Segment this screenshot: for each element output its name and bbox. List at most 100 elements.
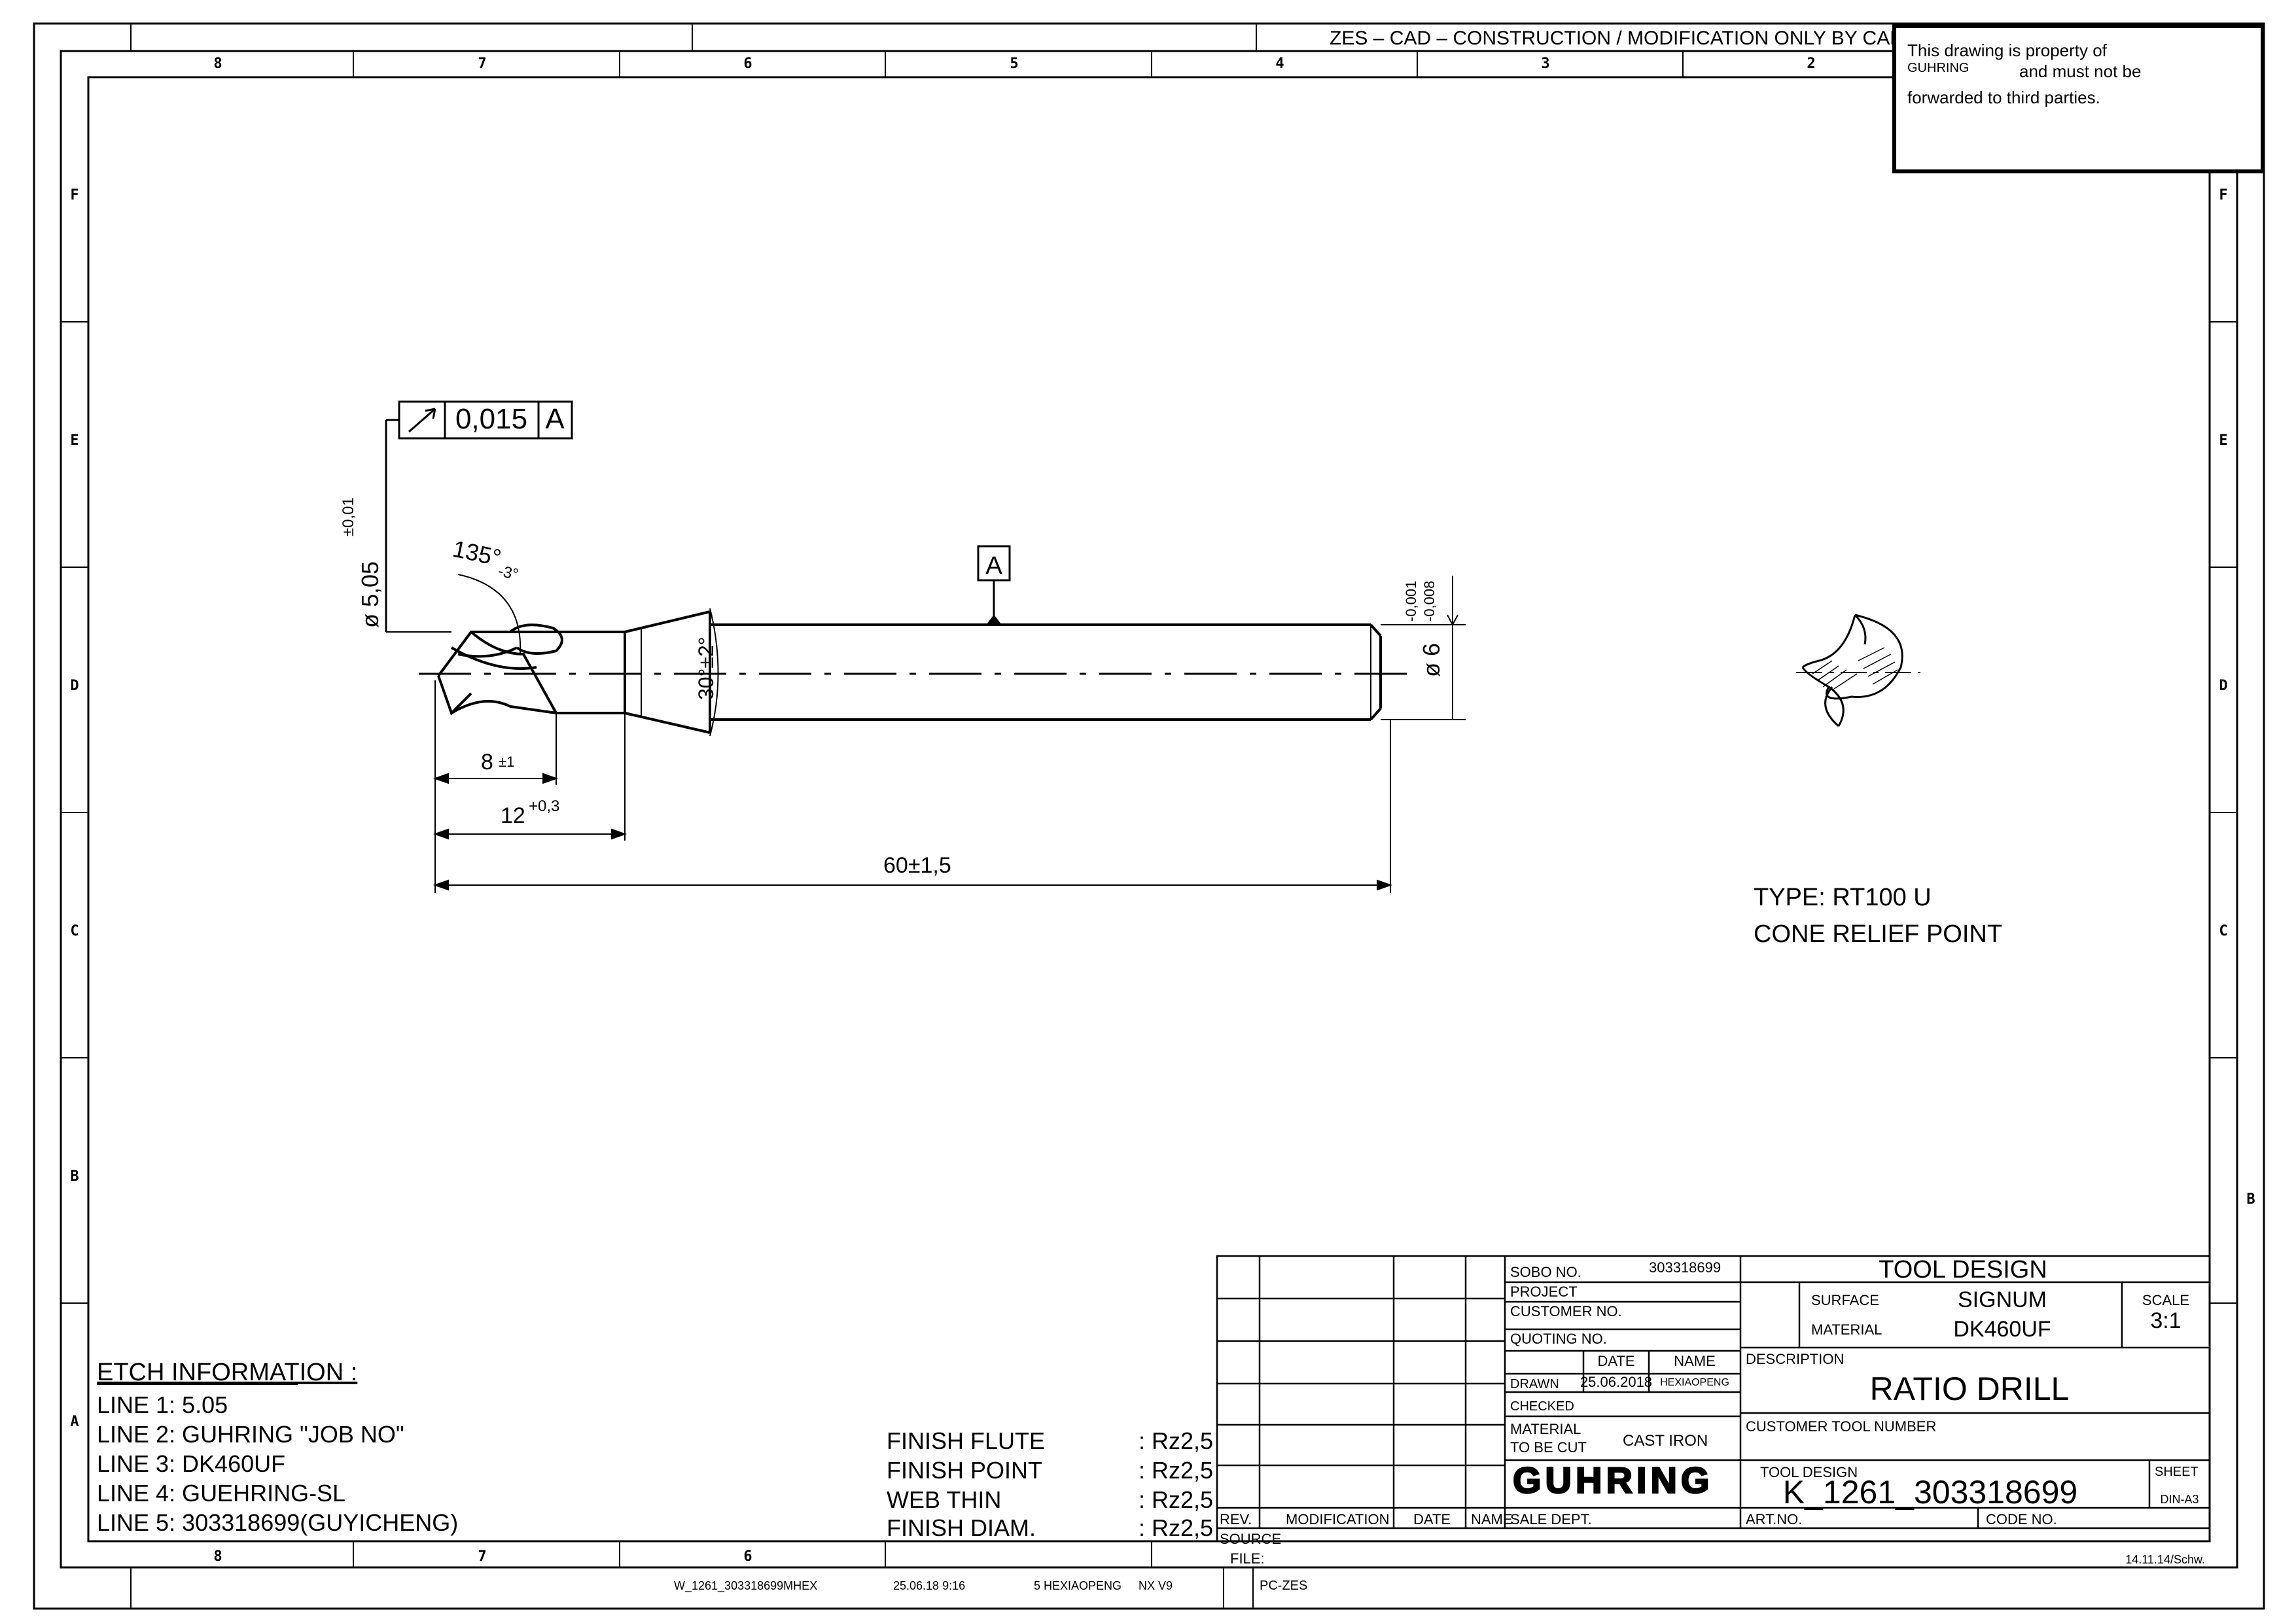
- row-label: B: [70, 1168, 79, 1185]
- col-label: 8: [213, 1548, 222, 1565]
- row-label: D: [2219, 678, 2227, 694]
- tb-sobo-value: 303318699: [1649, 1259, 1721, 1276]
- sheet-frame: [33, 22, 2265, 1610]
- tb-project-label: PROJECT: [1510, 1283, 1578, 1300]
- tb-file-label: FILE:: [1230, 1550, 1265, 1567]
- row-label: C: [70, 923, 79, 939]
- col-label: 6: [743, 1548, 752, 1565]
- etch-title: ETCH INFORMATION :: [97, 1359, 357, 1386]
- col-label: 4: [1275, 56, 1284, 72]
- tb-scale-value: 3:1: [2150, 1308, 2181, 1333]
- finish-value: : Rz2,5: [1139, 1457, 1213, 1484]
- finish-label: FINISH POINT: [887, 1457, 1042, 1484]
- tb-file-value: PC-ZES: [1260, 1579, 1307, 1593]
- tb-quoting-no-label: QUOTING NO.: [1510, 1331, 1607, 1347]
- tb-material-cut-label1: MATERIAL: [1510, 1421, 1581, 1437]
- footer-timestamp: 25.06.18 9:16: [893, 1579, 965, 1592]
- dia-tip: ø 5,05: [357, 561, 383, 628]
- type-label: TYPE: RT100 U: [1754, 884, 1932, 911]
- tb-checked-label: CHECKED: [1510, 1399, 1574, 1414]
- tb-rev-date-label: DATE: [1413, 1511, 1451, 1527]
- dia-tip-tol: ±0,01: [340, 497, 357, 536]
- tb-rev-label: REV.: [1220, 1511, 1252, 1527]
- title-block-grid: [1216, 1255, 2211, 1543]
- tb-drawn-label: DRAWN: [1510, 1377, 1559, 1391]
- col-label: 6: [743, 56, 752, 72]
- col-label: 3: [1541, 56, 1549, 72]
- shank-dia-dimension: [1381, 576, 1466, 720]
- dia-shank: ø 6: [1418, 643, 1445, 677]
- tb-material-cut-label2: TO BE CUT: [1510, 1439, 1587, 1456]
- runout-datum: A: [545, 403, 565, 435]
- drill-side-view: [437, 610, 1382, 734]
- property-company: GUHRING: [1907, 61, 1969, 75]
- dim-12: 12: [501, 803, 525, 828]
- tb-customer-tool-label: CUSTOMER TOOL NUMBER: [1746, 1418, 1936, 1435]
- tb-name-col: NAME: [1674, 1353, 1716, 1369]
- tb-customer-no-label: CUSTOMER NO.: [1510, 1303, 1622, 1319]
- dia-shank-tol-lower: -0,008: [1421, 581, 1438, 621]
- datum-a-label: A: [985, 552, 1002, 580]
- finish-label: WEB THIN: [887, 1486, 1001, 1513]
- runout-icon: [408, 408, 436, 433]
- dim-8: 8: [481, 750, 493, 775]
- tb-drawn-date: 25.06.2018: [1580, 1374, 1652, 1390]
- row-label: A: [70, 1414, 79, 1430]
- datum-a-marker: [977, 545, 1011, 626]
- tb-logo: GUHRING: [1513, 1459, 1713, 1501]
- tb-source-label: SOURCE: [1220, 1531, 1281, 1547]
- col-label: 7: [478, 1548, 486, 1565]
- tb-scale-label: SCALE: [2142, 1292, 2189, 1308]
- property-line3: forwarded to third parties.: [1907, 88, 2100, 107]
- finish-value: : Rz2,5: [1139, 1427, 1213, 1454]
- etch-line: LINE 3: DK460UF: [97, 1450, 285, 1477]
- tb-tool-design-title: TOOL DESIGN: [1879, 1256, 2047, 1283]
- footer-cad: NX V9: [1139, 1579, 1173, 1592]
- tb-tool-design-value: K_1261_303318699: [1783, 1474, 2077, 1510]
- chamfer-angle: 30°±2°: [694, 637, 718, 700]
- tb-description-label: DESCRIPTION: [1746, 1351, 1844, 1367]
- finish-value: : Rz2,5: [1139, 1486, 1213, 1513]
- cad-notice: ZES – CAD – CONSTRUCTION / MODIFICATION …: [1330, 27, 1904, 49]
- tb-date-col: DATE: [1597, 1353, 1634, 1369]
- tb-drawn-name: HEXIAOPENG: [1660, 1377, 1729, 1388]
- row-label: F: [70, 187, 79, 203]
- tb-material-value: DK460UF: [1953, 1317, 2051, 1342]
- etch-line: LINE 5: 303318699(GUYICHENG): [97, 1509, 458, 1536]
- finish-label: FINISH FLUTE: [887, 1427, 1045, 1454]
- tb-art-no-label: ART.NO.: [1746, 1511, 1802, 1527]
- row-label: E: [70, 432, 79, 449]
- property-box: [1892, 24, 2265, 173]
- chamfer-angle-arc: [709, 608, 719, 737]
- tb-description-value: RATIO DRILL: [1870, 1370, 2070, 1407]
- tb-sheet-label: SHEET: [2155, 1465, 2199, 1479]
- tb-surface-label: SURFACE: [1811, 1292, 1879, 1308]
- point-angle-tol: -3°: [497, 562, 520, 584]
- tb-code-no-label: CODE NO.: [1986, 1511, 2057, 1527]
- finish-label: FINISH DIAM.: [887, 1514, 1036, 1541]
- dim-8-tol: ±1: [499, 754, 514, 770]
- property-line2: and must not be: [2019, 61, 2141, 81]
- length-dimensions: [433, 680, 1393, 893]
- col-label: 5: [1010, 56, 1018, 72]
- column-labels-top: 8 7 6 5 4 3 2: [213, 56, 1815, 72]
- property-line1: This drawing is property of: [1907, 41, 2108, 60]
- column-labels-bottom: 8 7 6: [213, 1548, 752, 1565]
- point-angle-arc: [457, 574, 521, 655]
- footer-user: 5 HEXIAOPENG: [1034, 1579, 1122, 1592]
- row-labels-right: F E D C B: [2219, 187, 2255, 1208]
- row-label: E: [2219, 432, 2227, 449]
- tb-sheet-format: DIN-A3: [2160, 1493, 2199, 1506]
- row-label: B: [2246, 1191, 2255, 1208]
- col-label: 7: [478, 56, 486, 72]
- tb-modification-label: MODIFICATION: [1286, 1511, 1389, 1527]
- tb-template-version: 14.11.14/Schw.: [2125, 1553, 2205, 1566]
- row-label: C: [2219, 923, 2227, 939]
- dia-shank-tol-upper: -0,001: [1403, 581, 1419, 621]
- col-label: 8: [213, 56, 222, 72]
- etch-line: LINE 1: 5.05: [97, 1391, 228, 1418]
- tb-sobo-label: SOBO NO.: [1510, 1264, 1581, 1280]
- tb-material-label: MATERIAL: [1811, 1321, 1882, 1338]
- dim-12-tol: +0,3: [529, 797, 559, 815]
